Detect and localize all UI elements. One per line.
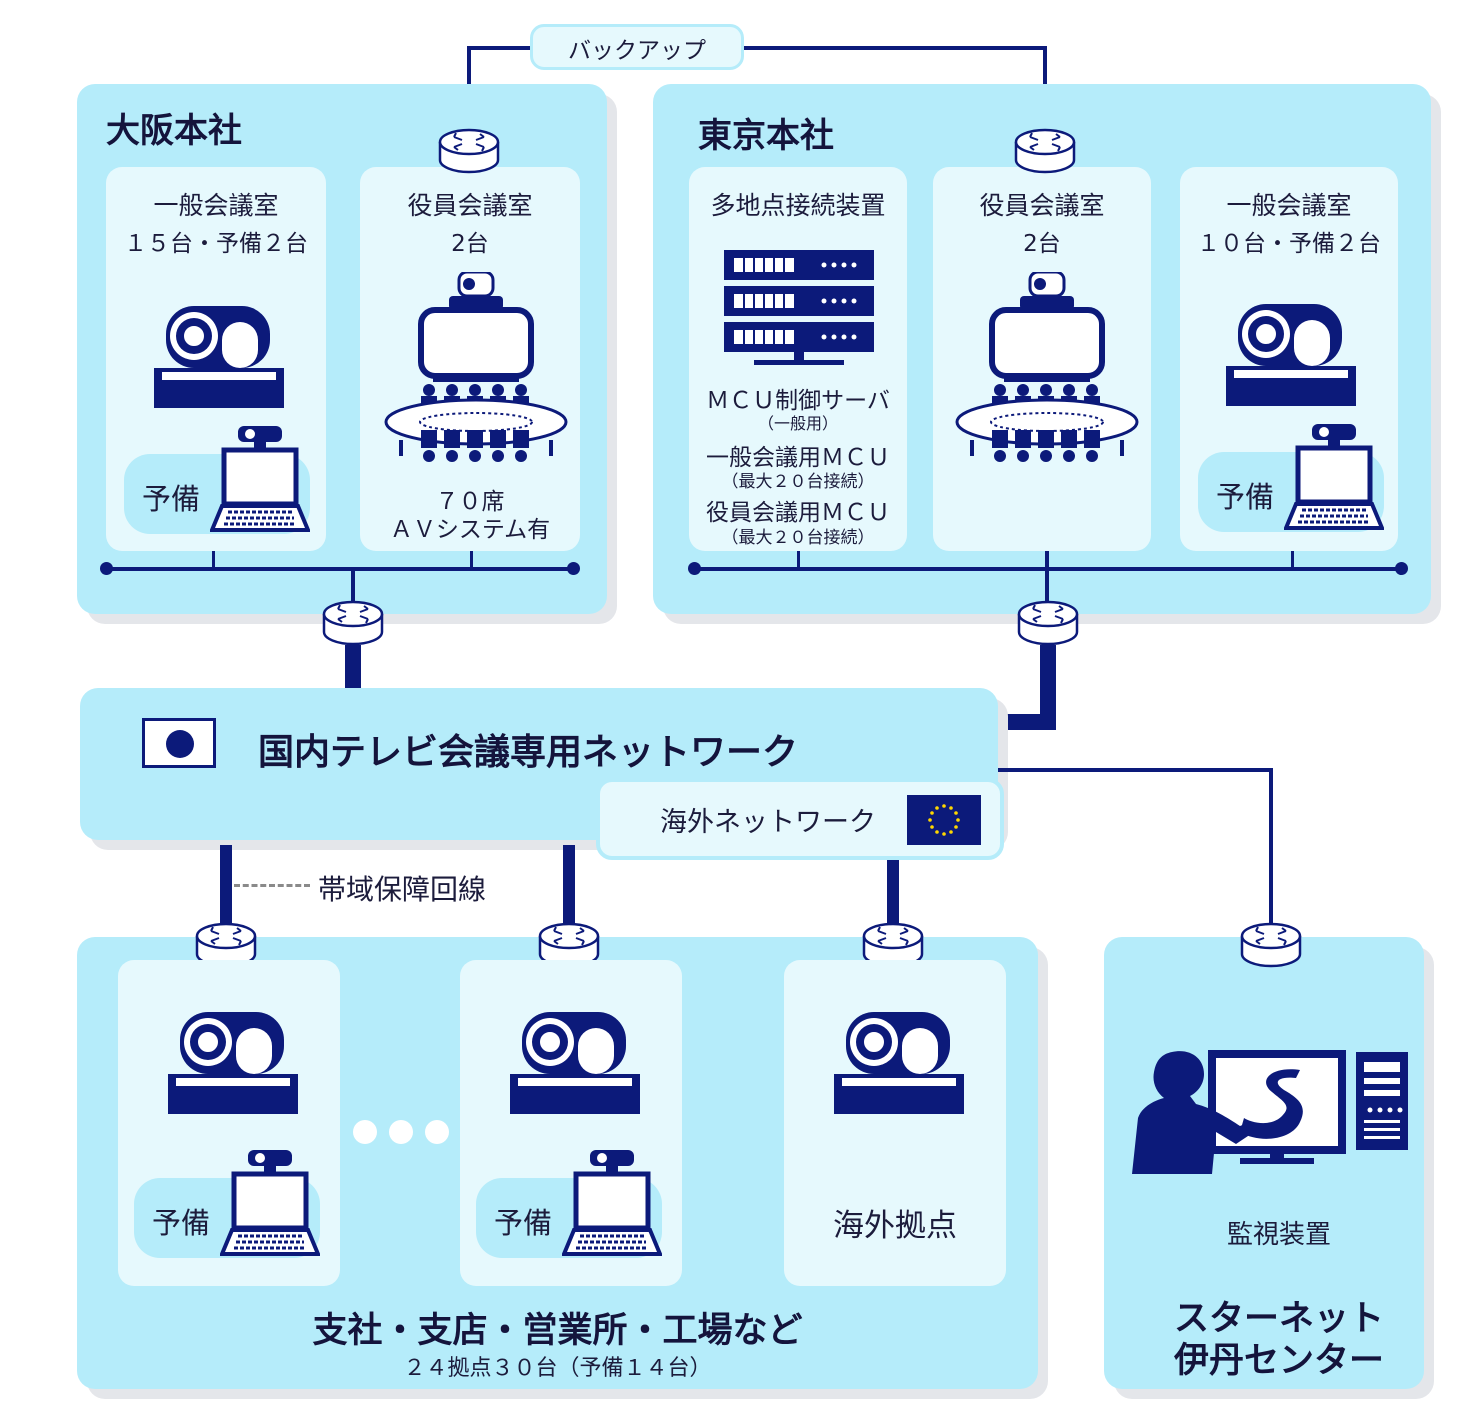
branch-trunk-3 [887,860,899,928]
laptop-icon [220,1148,320,1258]
osaka-lan-end-right [567,562,580,575]
osaka-general-room-name: 一般会議室 [153,191,279,220]
osaka-lan-drop-general [212,551,215,569]
tokyo-general-room-count: １０台・予備２台 [1197,231,1381,257]
tokyo-general-mcu: 一般会議用ＭＣＵ [706,445,890,471]
router-icon [1017,600,1079,648]
tokyo-exec-room-name: 役員会議室 [979,191,1105,220]
backup-line-left-horizontal [467,46,537,50]
center-name-line2: 伊丹センター [1173,1341,1384,1381]
osaka-spare-label: 予備 [142,482,201,516]
branches-title: 支社・支店・営業所・工場など [312,1311,803,1351]
legend-dashed-line [234,884,310,887]
osaka-lan-drop-exec [470,551,473,569]
osaka-exec-seats: ７０席 [435,489,505,515]
overseas-site-label: 海外拠点 [833,1208,957,1244]
overseas-network-box [596,778,1004,860]
branch1-spare-label: 予備 [152,1206,211,1240]
osaka-lan-bus [106,567,574,571]
tokyo-lan-drop-mcu [797,551,800,569]
tokyo-uplink [1045,551,1049,607]
branch-trunk-1 [220,845,232,928]
tokyo-hq-title: 東京本社 [698,116,834,156]
camera-icon [510,1008,640,1114]
tokyo-mcu-server-note: （一般用） [757,414,838,433]
tokyo-exec-room-count: 2台 [1023,231,1061,257]
tokyo-exec-mcu: 役員会議用ＭＣＵ [706,500,890,526]
laptop-icon [562,1148,662,1258]
japan-flag-icon [142,718,216,768]
tokyo-lan-end-left [688,562,701,575]
boardroom-icon [952,272,1142,472]
overseas-network-title: 海外ネットワーク [660,807,876,838]
tokyo-mcu-name: 多地点接続装置 [710,191,886,220]
monitor-label: 監視装置 [1226,1220,1331,1250]
center-link-vertical [1269,768,1273,928]
tokyo-general-room-name: 一般会議室 [1226,191,1352,220]
tokyo-trunk-horizontal [993,714,1056,730]
osaka-lan-end-left [100,562,113,575]
backup-line-right-horizontal [740,46,1047,50]
ellipsis-dot [425,1120,449,1144]
tokyo-lan-end-right [1395,562,1408,575]
tokyo-trunk-vertical [1040,645,1056,730]
branches-subtitle: ２４拠点３０台（予備１４台） [403,1356,712,1381]
backup-label-box [530,24,744,70]
laptop-icon [210,424,310,534]
backup-label: バックアップ [568,38,706,64]
tokyo-mcu-server: ＭＣＵ制御サーバ [706,388,890,414]
tokyo-general-mcu-note: （最大２０台接続） [721,472,875,492]
branch-trunk-2 [563,845,575,928]
router-icon [1014,128,1076,176]
center-link-horizontal [998,768,1273,772]
camera-icon [834,1008,964,1114]
camera-icon [1226,300,1356,406]
branch2-spare-label: 予備 [494,1206,553,1240]
operator-monitor-icon [1132,1050,1408,1174]
tokyo-lan-drop-general [1291,551,1294,569]
osaka-exec-room-count: 2台 [451,231,489,257]
legend-label: 帯域保障回線 [318,873,487,906]
server-rack-icon [724,250,874,370]
osaka-exec-room-name: 役員会議室 [407,191,533,220]
router-icon [1240,922,1302,970]
tokyo-spare-label: 予備 [1216,480,1275,514]
center-name-line1: スターネット [1173,1299,1384,1339]
router-icon [438,128,500,176]
osaka-hq-title: 大阪本社 [106,111,242,151]
camera-icon [154,302,284,408]
osaka-exec-av: ＡＶシステム有 [389,517,551,543]
eu-flag-icon [907,795,981,845]
camera-icon [168,1008,298,1114]
ellipsis-dot [353,1120,377,1144]
osaka-general-room-count: １５台・予備２台 [124,231,308,257]
boardroom-icon [381,272,571,472]
ellipsis-dot [389,1120,413,1144]
laptop-icon [1284,422,1384,532]
osaka-trunk-line [345,645,361,689]
osaka-uplink [351,569,355,609]
domestic-network-title: 国内テレビ会議専用ネットワーク [258,732,799,773]
tokyo-exec-mcu-note: （最大２０台接続） [721,528,875,548]
router-icon [322,600,384,648]
